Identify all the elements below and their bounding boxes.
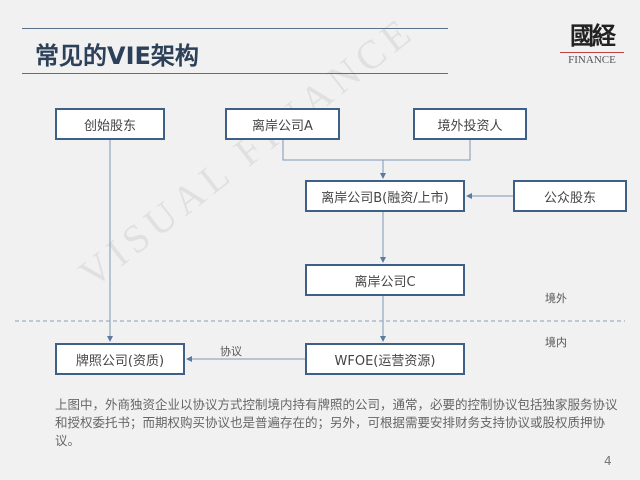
agreement-label: 协议	[220, 345, 242, 358]
logo: 國経 FINANCE	[556, 16, 628, 66]
node-offshore-c: 离岸公司C	[305, 264, 465, 296]
title-rule-bottom	[22, 73, 448, 74]
overseas-label: 境外	[545, 292, 567, 305]
line-a-merge	[282, 140, 471, 161]
description-paragraph: 上图中，外商独资企业以协议方式控制境内持有牌照的公司，通常，必要的控制协议包括独…	[55, 397, 618, 448]
domestic-label: 境内	[545, 336, 567, 349]
logo-en: FINANCE	[568, 54, 616, 66]
node-offshore-b: 离岸公司B(融资/上市)	[305, 180, 465, 212]
node-public: 公众股东	[513, 180, 627, 212]
node-wfoe: WFOE(运营资源)	[305, 343, 465, 375]
node-offshore-a: 离岸公司A	[225, 108, 340, 140]
page-title: 常见的VIE架构	[35, 42, 199, 70]
logo-cn: 國経	[570, 21, 616, 50]
node-founder: 创始股东	[55, 108, 165, 140]
page-number: 4	[604, 454, 612, 468]
title-rule-top	[22, 28, 448, 29]
node-license-co: 牌照公司(资质)	[55, 343, 185, 375]
node-foreign-investor: 境外投资人	[413, 108, 527, 140]
